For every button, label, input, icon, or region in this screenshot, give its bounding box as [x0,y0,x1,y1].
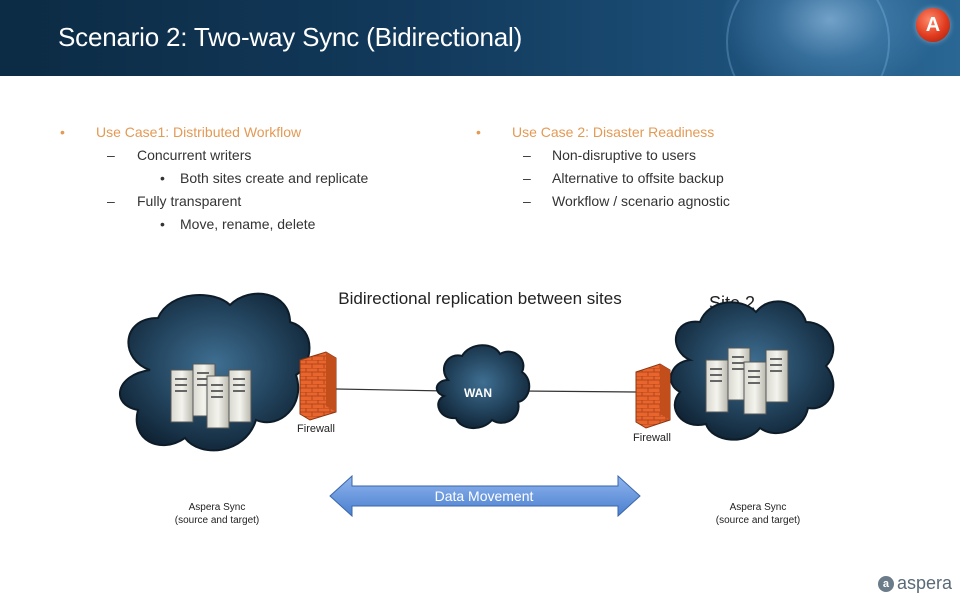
site1-servers-icon [170,363,252,429]
list-subitem: Both sites create and replicate [60,167,368,190]
list-item: Alternative to offsite backup [476,167,730,190]
wan-label: WAN [464,386,492,400]
footer-brand-text: aspera [896,573,952,593]
aspera-logo-icon: A [916,8,950,42]
list-item: Concurrent writers [60,144,368,167]
link-line-right [521,390,637,393]
link-line-left [335,388,449,392]
site2-servers-icon [705,347,789,415]
data-movement-arrow [329,474,641,518]
slide-title: Scenario 2: Two-way Sync (Bidirectional) [58,22,523,52]
aspera-mark-icon: a [877,576,894,592]
site2-firewall-label: Firewall [633,432,671,444]
use-case-1-heading: Use Case1: Distributed Workflow [60,121,368,144]
title-banner: Scenario 2: Two-way Sync (Bidirectional)… [0,0,960,76]
site1-caption-line1: Aspera Sync [189,502,246,513]
site2-caption-line2: (source and target) [716,515,801,526]
banner-ring [726,0,890,76]
list-item: Fully transparent [60,190,368,213]
use-case-2-heading: Use Case 2: Disaster Readiness [476,121,730,144]
site2-firewall-icon [635,363,671,429]
list-item: Non-disruptive to users [476,144,730,167]
list-subitem: Move, rename, delete [60,213,368,236]
diagram-caption: Bidirectional replication between sites [338,289,622,308]
site2-caption-line1: Aspera Sync [730,502,787,513]
site1-caption-line2: (source and target) [175,515,260,526]
use-case-1-list: Use Case1: Distributed Workflow Concurre… [60,121,368,236]
data-movement-label: Data Movement [435,488,534,504]
use-case-2-list: Use Case 2: Disaster Readiness Non-disru… [476,121,730,213]
site1-firewall-icon [299,351,337,421]
site1-firewall-label: Firewall [297,423,335,435]
list-item: Workflow / scenario agnostic [476,190,730,213]
wan-cloud-icon [435,344,531,429]
